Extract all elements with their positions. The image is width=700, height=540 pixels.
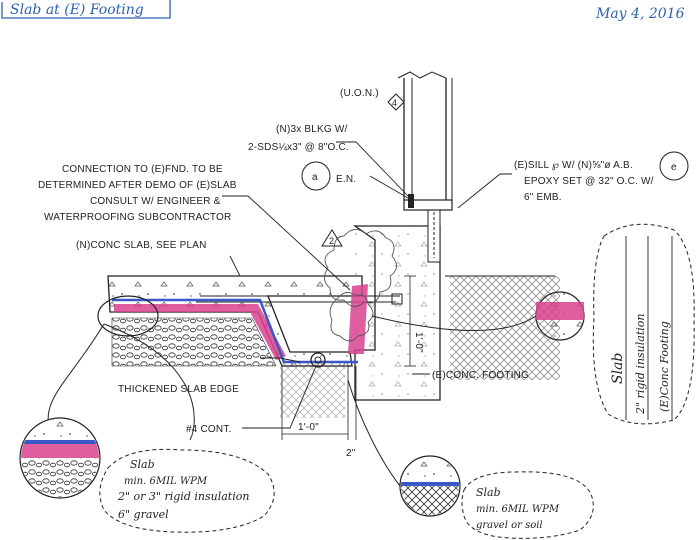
title-box: Slab at (E) Footing	[1, 0, 171, 19]
existing-footing	[352, 209, 441, 401]
insulation-vertical	[348, 284, 368, 354]
connection-note-2: DETERMINED AFTER DEMO OF (E)SLAB	[38, 180, 237, 191]
sill-note-1: (E)SILL ℘ W/ (N)⅝"ø A.B.	[514, 160, 633, 171]
sill-note-3: 6" EMB.	[524, 192, 562, 203]
rigid-insulation	[114, 304, 286, 360]
connection-note-4: WATERPROOFING SUBCONTRACTOR	[44, 212, 231, 223]
legend-left-line-1: min. 6MIL WPM	[124, 476, 208, 487]
revision-cloud	[324, 229, 397, 307]
uon-note: (U.O.N.)	[340, 88, 379, 99]
blocking-note-1: (N)3x BLKG W/	[276, 124, 348, 135]
sheet-date: May 4, 2016	[595, 6, 685, 22]
legend-mid-title: Slab	[476, 486, 501, 499]
svg-text:4: 4	[392, 98, 397, 108]
legend-mid-line-1: min. 6MIL WPM	[476, 504, 560, 515]
thickened-edge-note: THICKENED SLAB EDGE	[118, 384, 239, 395]
tag-e: e	[659, 151, 689, 181]
edge-nailing-note: E.N.	[336, 174, 356, 185]
width-dimension-label: 1'-0"	[298, 422, 319, 433]
svg-text:e: e	[671, 162, 677, 173]
legend-left: Slab min. 6MIL WPM 2" or 3" rigid insula…	[19, 417, 275, 533]
legend-mid-line-2: gravel or soil	[476, 520, 543, 531]
svg-text:2: 2	[329, 236, 334, 246]
two-inch-dimension-label: 2"	[346, 448, 356, 459]
legend-left-title: Slab	[130, 458, 155, 471]
sill-note-2: EPOXY SET @ 32" O.C. W/	[524, 176, 654, 187]
rebar-bar	[314, 356, 322, 364]
legend-right-line-2: 2" rigid insulation	[634, 314, 647, 415]
tag-4: 4	[387, 93, 405, 111]
legend-right-line-3: (E)Conc Footing	[658, 321, 671, 412]
legend-right: Slab 2" rigid insulation (E)Conc Footing	[592, 223, 695, 425]
connection-note-3: CONSULT W/ ENGINEER &	[90, 196, 221, 207]
rebar-bar	[310, 352, 326, 368]
connection-note-1: CONNECTION TO (E)FND. TO BE	[62, 164, 223, 175]
svg-text:a: a	[312, 172, 318, 183]
sheet-title: Slab at (E) Footing	[10, 2, 144, 18]
revision-cloud	[329, 292, 374, 342]
tag-a: a	[301, 161, 331, 191]
vapor-membrane	[112, 298, 358, 364]
footing-note: (E)CONC. FOOTING	[432, 370, 529, 381]
stud-wall	[397, 71, 453, 211]
legend-right-line-1: Slab	[610, 353, 626, 384]
tag-2: 2	[321, 229, 343, 247]
height-dimension-label: 1'-0"	[413, 332, 424, 353]
leaders	[222, 141, 512, 429]
blocking-note-2: 2-SDS¼x3" @ 8"O.C.	[248, 141, 349, 153]
legend-left-line-2: 2" or 3" rigid insulation	[117, 490, 249, 503]
slab-note: (N)CONC SLAB, SEE PLAN	[76, 240, 207, 251]
legend-left-line-3: 6" gravel	[118, 508, 169, 521]
legend-mid: Slab min. 6MIL WPM gravel or soil	[399, 455, 594, 539]
gravel-bed	[111, 317, 277, 367]
rebar-note: #4 CONT.	[186, 424, 232, 435]
detail-callout-circle	[97, 295, 159, 337]
dimension-height: 1'-0"	[404, 275, 424, 367]
